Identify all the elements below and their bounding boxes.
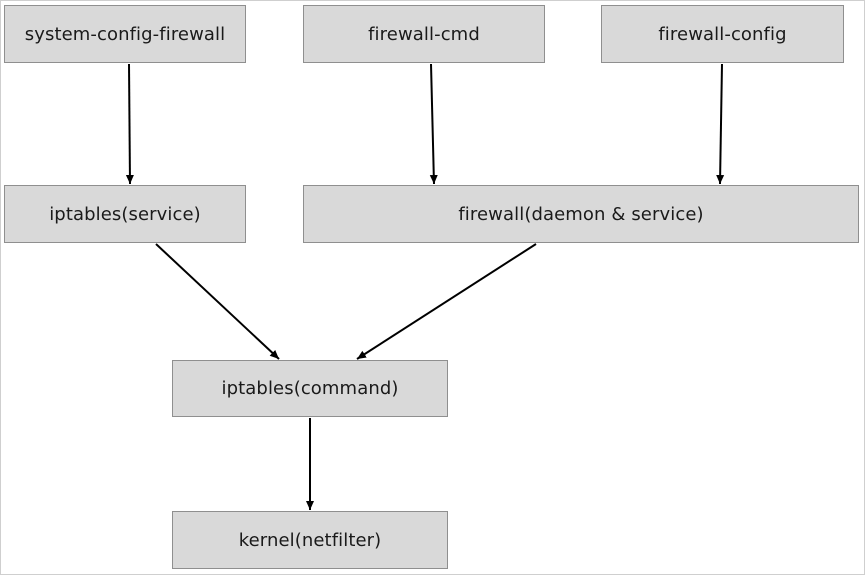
node-firewall-daemon: firewall(daemon & service) [303,185,859,243]
node-firewall-cmd: firewall-cmd [303,5,545,63]
node-firewall-config: firewall-config [601,5,844,63]
node-label: iptables(command) [221,378,399,399]
node-iptables-service: iptables(service) [4,185,246,243]
node-label: firewall-config [658,23,787,45]
node-label: kernel(netfilter) [238,529,382,551]
node-label: system-config-firewall [24,23,226,45]
node-system-config-firewall: system-config-firewall [4,5,246,63]
node-label: iptables(service) [49,203,201,225]
node-iptables-command: iptables(command) [172,360,448,417]
node-label: firewall-cmd [368,23,480,45]
node-label: firewall(daemon & service) [458,203,704,225]
node-kernel-netfilter: kernel(netfilter) [172,511,448,569]
